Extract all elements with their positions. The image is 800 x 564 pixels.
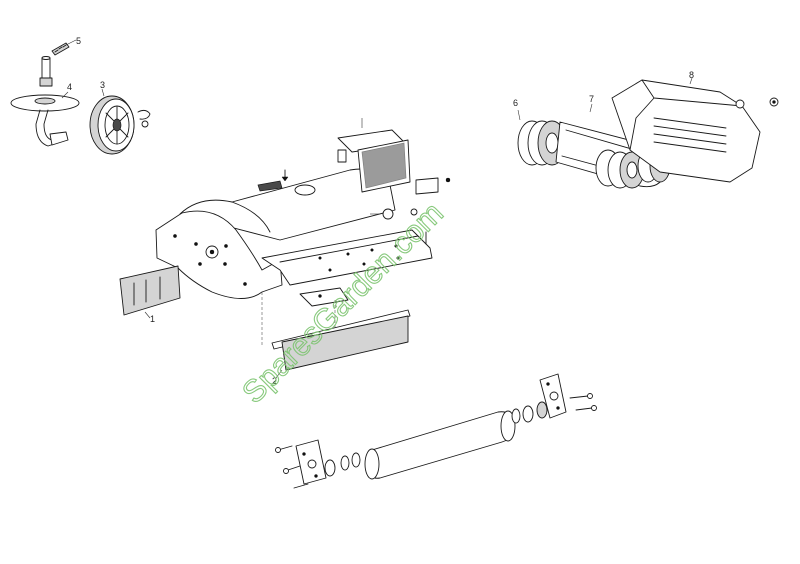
part-3-wheel xyxy=(89,88,151,155)
rear-roller-assembly xyxy=(275,373,597,489)
main-deck-housing xyxy=(155,168,433,345)
callout-7: 7 xyxy=(589,94,594,104)
callout-6: 6 xyxy=(513,98,518,108)
part-2-rear-flap xyxy=(271,309,411,379)
part-1-front-flap xyxy=(119,265,181,319)
rear-grille-box xyxy=(337,118,451,245)
callout-4: 4 xyxy=(67,82,72,92)
part-5-bolt xyxy=(51,39,77,56)
callout-5: 5 xyxy=(76,36,81,46)
part-6-drive-pulley xyxy=(517,109,567,166)
callout-labels: 1 2 3 4 5 6 7 8 xyxy=(67,36,694,386)
part-4-height-adjuster xyxy=(10,56,80,147)
callout-3: 3 xyxy=(100,80,105,90)
callout-1: 1 xyxy=(150,314,155,324)
callout-8: 8 xyxy=(689,70,694,80)
callout-2: 2 xyxy=(272,376,277,386)
part-8-belt-cover xyxy=(611,77,779,183)
